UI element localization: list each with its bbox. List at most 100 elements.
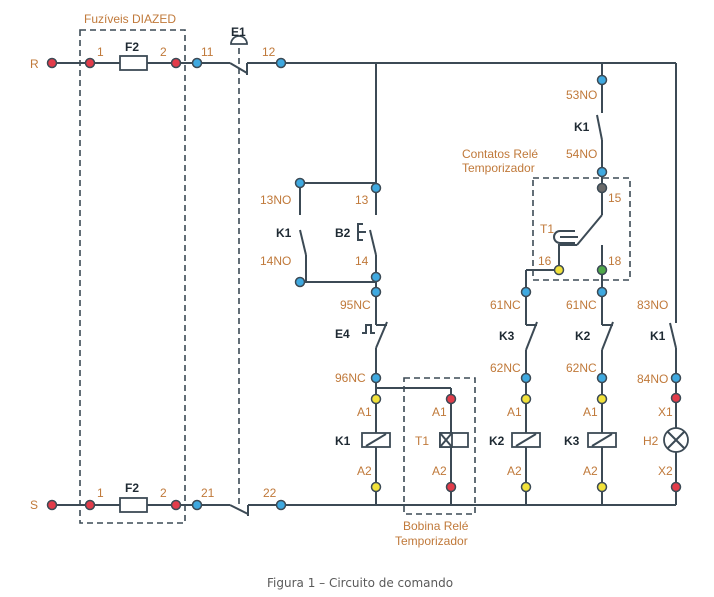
k2-a1-label: A1 xyxy=(507,405,522,419)
k3-61nc-label: 61NC xyxy=(490,298,521,312)
k1-a1-label: A1 xyxy=(357,405,372,419)
k2-int-blade xyxy=(601,321,614,351)
rail-label-r: R xyxy=(30,57,39,71)
b2-name: B2 xyxy=(335,226,351,240)
k1-seal-name: K1 xyxy=(276,226,292,240)
e1-t22-label: 22 xyxy=(263,486,277,500)
fuse-f2-bottom xyxy=(119,497,148,513)
e4-95nc-label: 95NC xyxy=(340,298,371,312)
node-r xyxy=(46,57,58,69)
node-t1-a2 xyxy=(445,481,457,493)
e1-name: E1 xyxy=(231,25,246,39)
node-22 xyxy=(275,499,287,511)
f2-bot-t2-label: 2 xyxy=(160,486,167,500)
coil-k3-slash xyxy=(591,433,613,447)
k1-a2-label: A2 xyxy=(357,464,372,478)
t1-a2-label: A2 xyxy=(432,464,447,478)
k1-83-blade xyxy=(669,322,677,349)
t1-18-label: 18 xyxy=(608,254,622,268)
e4-name: E4 xyxy=(335,327,350,341)
k3-interlock-name: K3 xyxy=(499,329,515,343)
rail-label-s: S xyxy=(30,498,38,512)
node-11 xyxy=(191,57,203,69)
node-k2-a1 xyxy=(520,393,532,405)
node-k1-13 xyxy=(294,177,306,189)
h2-x1-label: X1 xyxy=(658,405,673,419)
t1-16-label: 16 xyxy=(538,254,552,268)
node-k1-a1 xyxy=(370,393,382,405)
t1-a1-label: A1 xyxy=(432,405,447,419)
node-k2-a2 xyxy=(520,481,532,493)
node-b2-14 xyxy=(370,271,382,283)
node-b2-13 xyxy=(370,182,382,194)
node-15 xyxy=(596,182,608,194)
node-54 xyxy=(596,166,608,178)
node-x1 xyxy=(670,392,682,404)
f2-bot-name: F2 xyxy=(125,481,139,495)
node-t1-a1 xyxy=(445,393,457,405)
e4-blade xyxy=(375,321,388,349)
node-f2-bot-1 xyxy=(84,499,96,511)
node-k1-a2 xyxy=(370,481,382,493)
e1-t11-label: 11 xyxy=(201,45,214,59)
timer-coil-label-2: Temporizador xyxy=(395,534,468,548)
k2-a2-label: A2 xyxy=(507,464,522,478)
t1-contact-name: T1 xyxy=(540,222,554,236)
node-s xyxy=(46,499,58,511)
node-53 xyxy=(596,74,608,86)
pushbutton-icon xyxy=(357,223,366,241)
k1-53-blade xyxy=(596,114,603,141)
t1-contact-blade xyxy=(576,214,603,246)
e1-bottom-blade xyxy=(229,504,249,515)
k3-a2-label: A2 xyxy=(583,464,598,478)
lamp-x-2 xyxy=(667,431,685,449)
h2-name: H2 xyxy=(643,434,659,448)
b2-blade xyxy=(369,229,377,256)
node-95 xyxy=(370,286,382,298)
k1-53no-label: 53NO xyxy=(566,88,597,102)
k1-13no-label: 13NO xyxy=(260,193,291,207)
node-f2-top-2 xyxy=(170,57,182,69)
k3-coil-name: K3 xyxy=(564,434,580,448)
node-k3-61 xyxy=(520,286,532,298)
node-k1-14 xyxy=(294,276,306,288)
t1-15-label: 15 xyxy=(608,191,622,205)
f2-top-t2-label: 2 xyxy=(160,45,167,59)
timer-coil-label-1: Bobina Relé xyxy=(403,519,469,533)
node-16 xyxy=(553,264,565,276)
k1-lamp-contact-name: K1 xyxy=(650,329,666,343)
node-18 xyxy=(596,264,608,276)
node-k2-62 xyxy=(596,372,608,384)
fuse-group-box xyxy=(79,29,186,524)
k3-int-blade xyxy=(525,321,538,351)
k2-coil-name: K2 xyxy=(489,434,505,448)
k1-timer-contact-name: K1 xyxy=(574,120,590,134)
k2-interlock-name: K2 xyxy=(575,329,591,343)
t1-x-2 xyxy=(439,432,453,448)
f2-top-name: F2 xyxy=(125,40,139,54)
k1-coil-name: K1 xyxy=(335,434,351,448)
node-96 xyxy=(370,372,382,384)
t1-coil-name: T1 xyxy=(415,434,429,448)
t1-16-wire xyxy=(558,244,577,270)
b2-14-label: 14 xyxy=(355,254,369,268)
thermal-overload-icon xyxy=(362,324,375,334)
node-f2-bot-2 xyxy=(170,499,182,511)
node-21 xyxy=(191,499,203,511)
node-k3-62 xyxy=(520,372,532,384)
timer-coil-group-box xyxy=(403,377,476,515)
node-12 xyxy=(275,57,287,69)
e4-96nc-label: 96NC xyxy=(335,371,366,385)
e1-t12-label: 12 xyxy=(262,45,276,59)
timer-delay-contact-icon xyxy=(553,230,578,244)
coil-k2-slash xyxy=(515,433,537,447)
figure-caption: Figura 1 – Circuito de comando xyxy=(267,576,453,590)
node-k3-a2 xyxy=(596,481,608,493)
fuse-group-title: Fuzíveis DIAZED xyxy=(84,12,176,26)
k3-a1-label: A1 xyxy=(583,405,598,419)
f2-top-t1-label: 1 xyxy=(97,45,104,59)
k3-62nc-label: 62NC xyxy=(490,361,521,375)
node-84 xyxy=(670,372,682,384)
k1-14no-label: 14NO xyxy=(260,254,291,268)
